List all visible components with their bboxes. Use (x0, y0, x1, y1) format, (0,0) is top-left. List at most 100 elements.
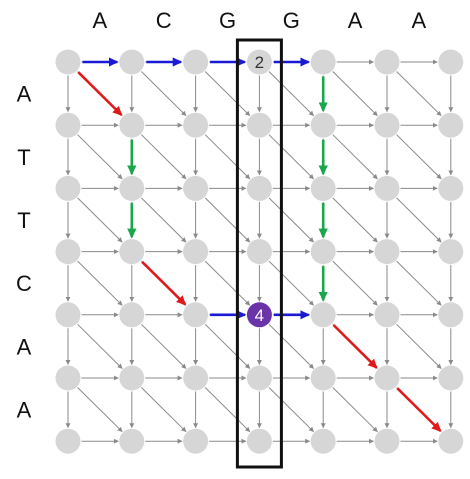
diagonal-edge (141, 134, 187, 180)
column-letter: A (348, 8, 363, 33)
grid-node (55, 302, 81, 328)
diagonal-edge (204, 260, 251, 306)
diagonal-edge (332, 387, 378, 433)
grid-node (55, 49, 81, 75)
grid-node (438, 302, 464, 328)
diagonal-edge (77, 197, 123, 243)
highlighted-column-box (235, 38, 283, 469)
grid-node (374, 428, 400, 454)
grid-node (119, 112, 145, 138)
grid-node (55, 175, 81, 201)
grid-node (374, 175, 400, 201)
column-letter: C (156, 8, 172, 33)
grid-node (55, 112, 81, 138)
diagonal-edge (268, 197, 314, 243)
grid-node (246, 428, 272, 454)
row-letter: A (17, 398, 32, 423)
diagonal-edge (268, 387, 314, 433)
diagonal-edge (396, 134, 442, 180)
grid-node (374, 112, 400, 138)
diagonal-edge (268, 134, 314, 180)
grid-node (246, 112, 272, 138)
row-letter: T (17, 208, 30, 233)
row-letter: C (16, 271, 32, 296)
diagonal-edge (204, 71, 251, 117)
grid-node (183, 302, 209, 328)
diagonal-edge (268, 260, 314, 306)
diagonal-edge (141, 71, 187, 117)
column-letter: G (219, 8, 236, 33)
highlighted-diagonal-edge (141, 260, 187, 306)
grid-node (246, 302, 272, 328)
diagonal-edge (204, 323, 251, 369)
diagonal-edge (332, 197, 378, 243)
grid-node (310, 365, 336, 391)
diagonal-edge (141, 323, 187, 369)
grid-node (183, 112, 209, 138)
grid-node (374, 49, 400, 75)
highlighted-diagonal-edge (332, 324, 378, 369)
grid-node (55, 365, 81, 391)
grid-node (438, 49, 464, 75)
grid-node (438, 112, 464, 138)
grid-node (119, 428, 145, 454)
diagonal-edge (268, 71, 314, 117)
row-letter: A (17, 334, 32, 359)
grid-node (310, 49, 336, 75)
highlighted-diagonal-edge (396, 387, 442, 432)
column-letter: A (412, 8, 427, 33)
diagonal-edge (77, 323, 123, 369)
grid-node (310, 175, 336, 201)
grid-node (246, 365, 272, 391)
grid-node (183, 49, 209, 75)
grid-node (119, 49, 145, 75)
diagonal-edge (396, 260, 442, 306)
diagonal-edge (268, 323, 314, 369)
grid-node (183, 175, 209, 201)
grid-node (183, 365, 209, 391)
grid-node (119, 365, 145, 391)
diagonal-edge (77, 387, 123, 433)
grid-nodes (55, 49, 464, 454)
grid-node (310, 428, 336, 454)
grid-node (55, 239, 81, 265)
highlighted-diagonal-edge (77, 71, 123, 116)
diagonal-edge (77, 260, 123, 306)
diagonal-edge (332, 71, 378, 117)
grid-node (119, 302, 145, 328)
grid-node (374, 302, 400, 328)
grid-node (119, 239, 145, 265)
grid-node (246, 175, 272, 201)
grid-edges (65, 59, 454, 444)
node-labels: 24 (255, 53, 264, 325)
grid-node (183, 239, 209, 265)
grid-node (55, 428, 81, 454)
grid-node (310, 302, 336, 328)
node-score-label: 4 (255, 306, 264, 325)
grid-node (438, 428, 464, 454)
grid-node (310, 239, 336, 265)
column-letter: G (283, 8, 300, 33)
grid-node (374, 239, 400, 265)
grid-node (246, 49, 272, 75)
diagonal-edge (396, 71, 442, 117)
diagonal-edge (332, 134, 378, 180)
column-letter: A (93, 8, 108, 33)
grid-node (246, 239, 272, 265)
diagonal-edge (396, 197, 442, 243)
diagonal-edge (77, 134, 123, 180)
highlighted-path (77, 57, 442, 432)
grid-node (119, 175, 145, 201)
diagonal-edge (332, 260, 378, 306)
diagonal-edge (204, 387, 251, 433)
grid-node (438, 175, 464, 201)
row-letter: A (17, 82, 32, 107)
diagonal-edge (141, 387, 187, 433)
diagonal-edge (396, 323, 442, 369)
diagonal-edge (204, 197, 251, 243)
node-score-label: 2 (255, 53, 264, 72)
grid-node (438, 365, 464, 391)
